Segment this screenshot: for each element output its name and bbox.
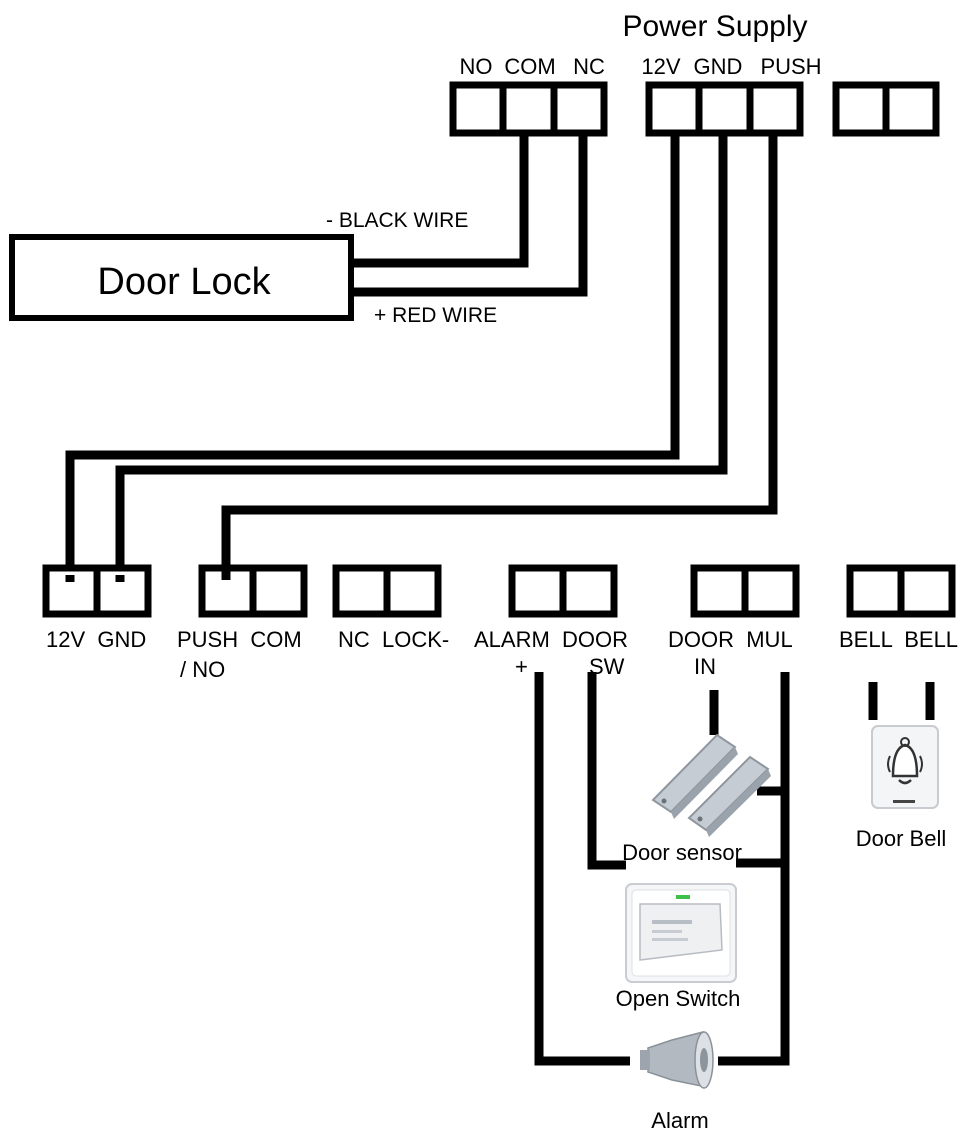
ctrl-label-alarm-sw: + SW xyxy=(515,654,625,679)
black-wire-label: - BLACK WIRE xyxy=(326,209,468,232)
ps-label-com: COM xyxy=(504,54,555,79)
wire-lock-black-to-com xyxy=(325,129,529,268)
door-sensor-icon xyxy=(651,733,771,837)
wire-lock-red-to-nc xyxy=(325,129,588,297)
alarm-label: Alarm xyxy=(651,1108,708,1133)
wire-12v xyxy=(65,129,680,580)
ctrl-label-door-in: IN xyxy=(694,654,716,679)
ctrl-terminal-block-power xyxy=(42,564,152,618)
ps-terminal-block-power xyxy=(645,81,804,137)
ctrl-label-12v-gnd: 12V GND xyxy=(46,627,146,652)
ctrl-label-push-no: / NO xyxy=(180,657,225,682)
door-sensor-label: Door sensor xyxy=(622,840,742,865)
open-switch-label: Open Switch xyxy=(616,986,741,1011)
ps-label-12v: 12V xyxy=(641,54,680,79)
ctrl-label-nc-lock: NC LOCK- xyxy=(338,627,449,652)
wire-mul xyxy=(718,672,790,1066)
wire-door-sw xyxy=(587,672,626,870)
power-supply-title: Power Supply xyxy=(622,10,807,43)
wires xyxy=(65,129,935,1066)
bell-icon xyxy=(871,725,939,809)
ps-terminal-block-relay xyxy=(449,81,608,137)
red-wire-label: + RED WIRE xyxy=(374,304,497,327)
wire-alarm-plus xyxy=(534,672,630,1066)
wire-push xyxy=(221,129,778,578)
ctrl-label-door-mul: DOOR MUL xyxy=(668,627,793,652)
ps-label-push: PUSH xyxy=(760,54,821,79)
exit-button-icon xyxy=(625,883,737,983)
ctrl-terminal-block-door xyxy=(690,564,800,618)
ctrl-terminal-block-lock xyxy=(332,564,442,618)
ps-terminal-block-spare xyxy=(832,81,940,137)
ctrl-label-bell-bell: BELL BELL xyxy=(839,627,958,652)
door-lock-label: Door Lock xyxy=(97,261,271,303)
ps-label-no: NO xyxy=(460,54,493,79)
ps-label-gnd: GND xyxy=(694,54,743,79)
ctrl-terminal-block-alarm xyxy=(508,564,618,618)
ctrl-terminal-block-push xyxy=(198,564,308,618)
siren-icon xyxy=(640,1031,714,1089)
ctrl-label-alarm-door: ALARM DOOR xyxy=(474,627,628,652)
ctrl-label-push-com: PUSH COM xyxy=(177,627,302,652)
door-lock: Door Lock xyxy=(9,234,354,321)
door-bell-label: Door Bell xyxy=(856,826,946,851)
ctrl-terminal-block-bell xyxy=(846,564,956,618)
ps-label-nc: NC xyxy=(573,54,605,79)
wire-gnd xyxy=(115,129,728,580)
